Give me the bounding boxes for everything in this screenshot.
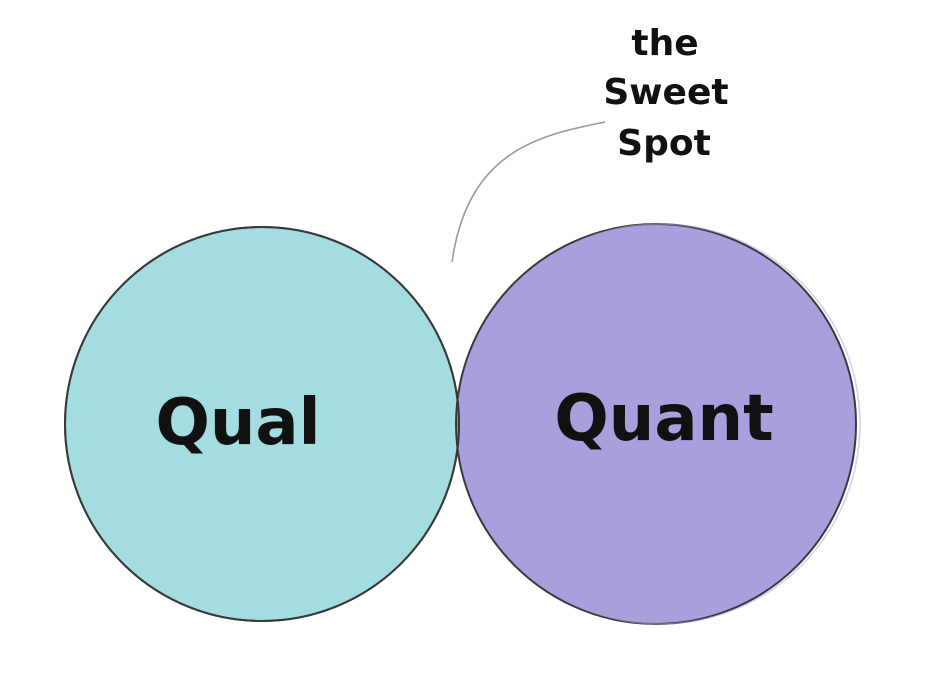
annotation-connector-line: [451, 121, 606, 263]
qual-circle-outline: [64, 226, 460, 622]
annotation-line-2: Sweet: [603, 72, 728, 113]
qual-label: Qual: [155, 386, 320, 460]
quant-label: Quant: [554, 382, 773, 456]
annotation-line-3: Spot: [617, 123, 711, 164]
sweet-spot-overlap: [455, 227, 459, 621]
annotation-line-1: the: [631, 23, 698, 64]
